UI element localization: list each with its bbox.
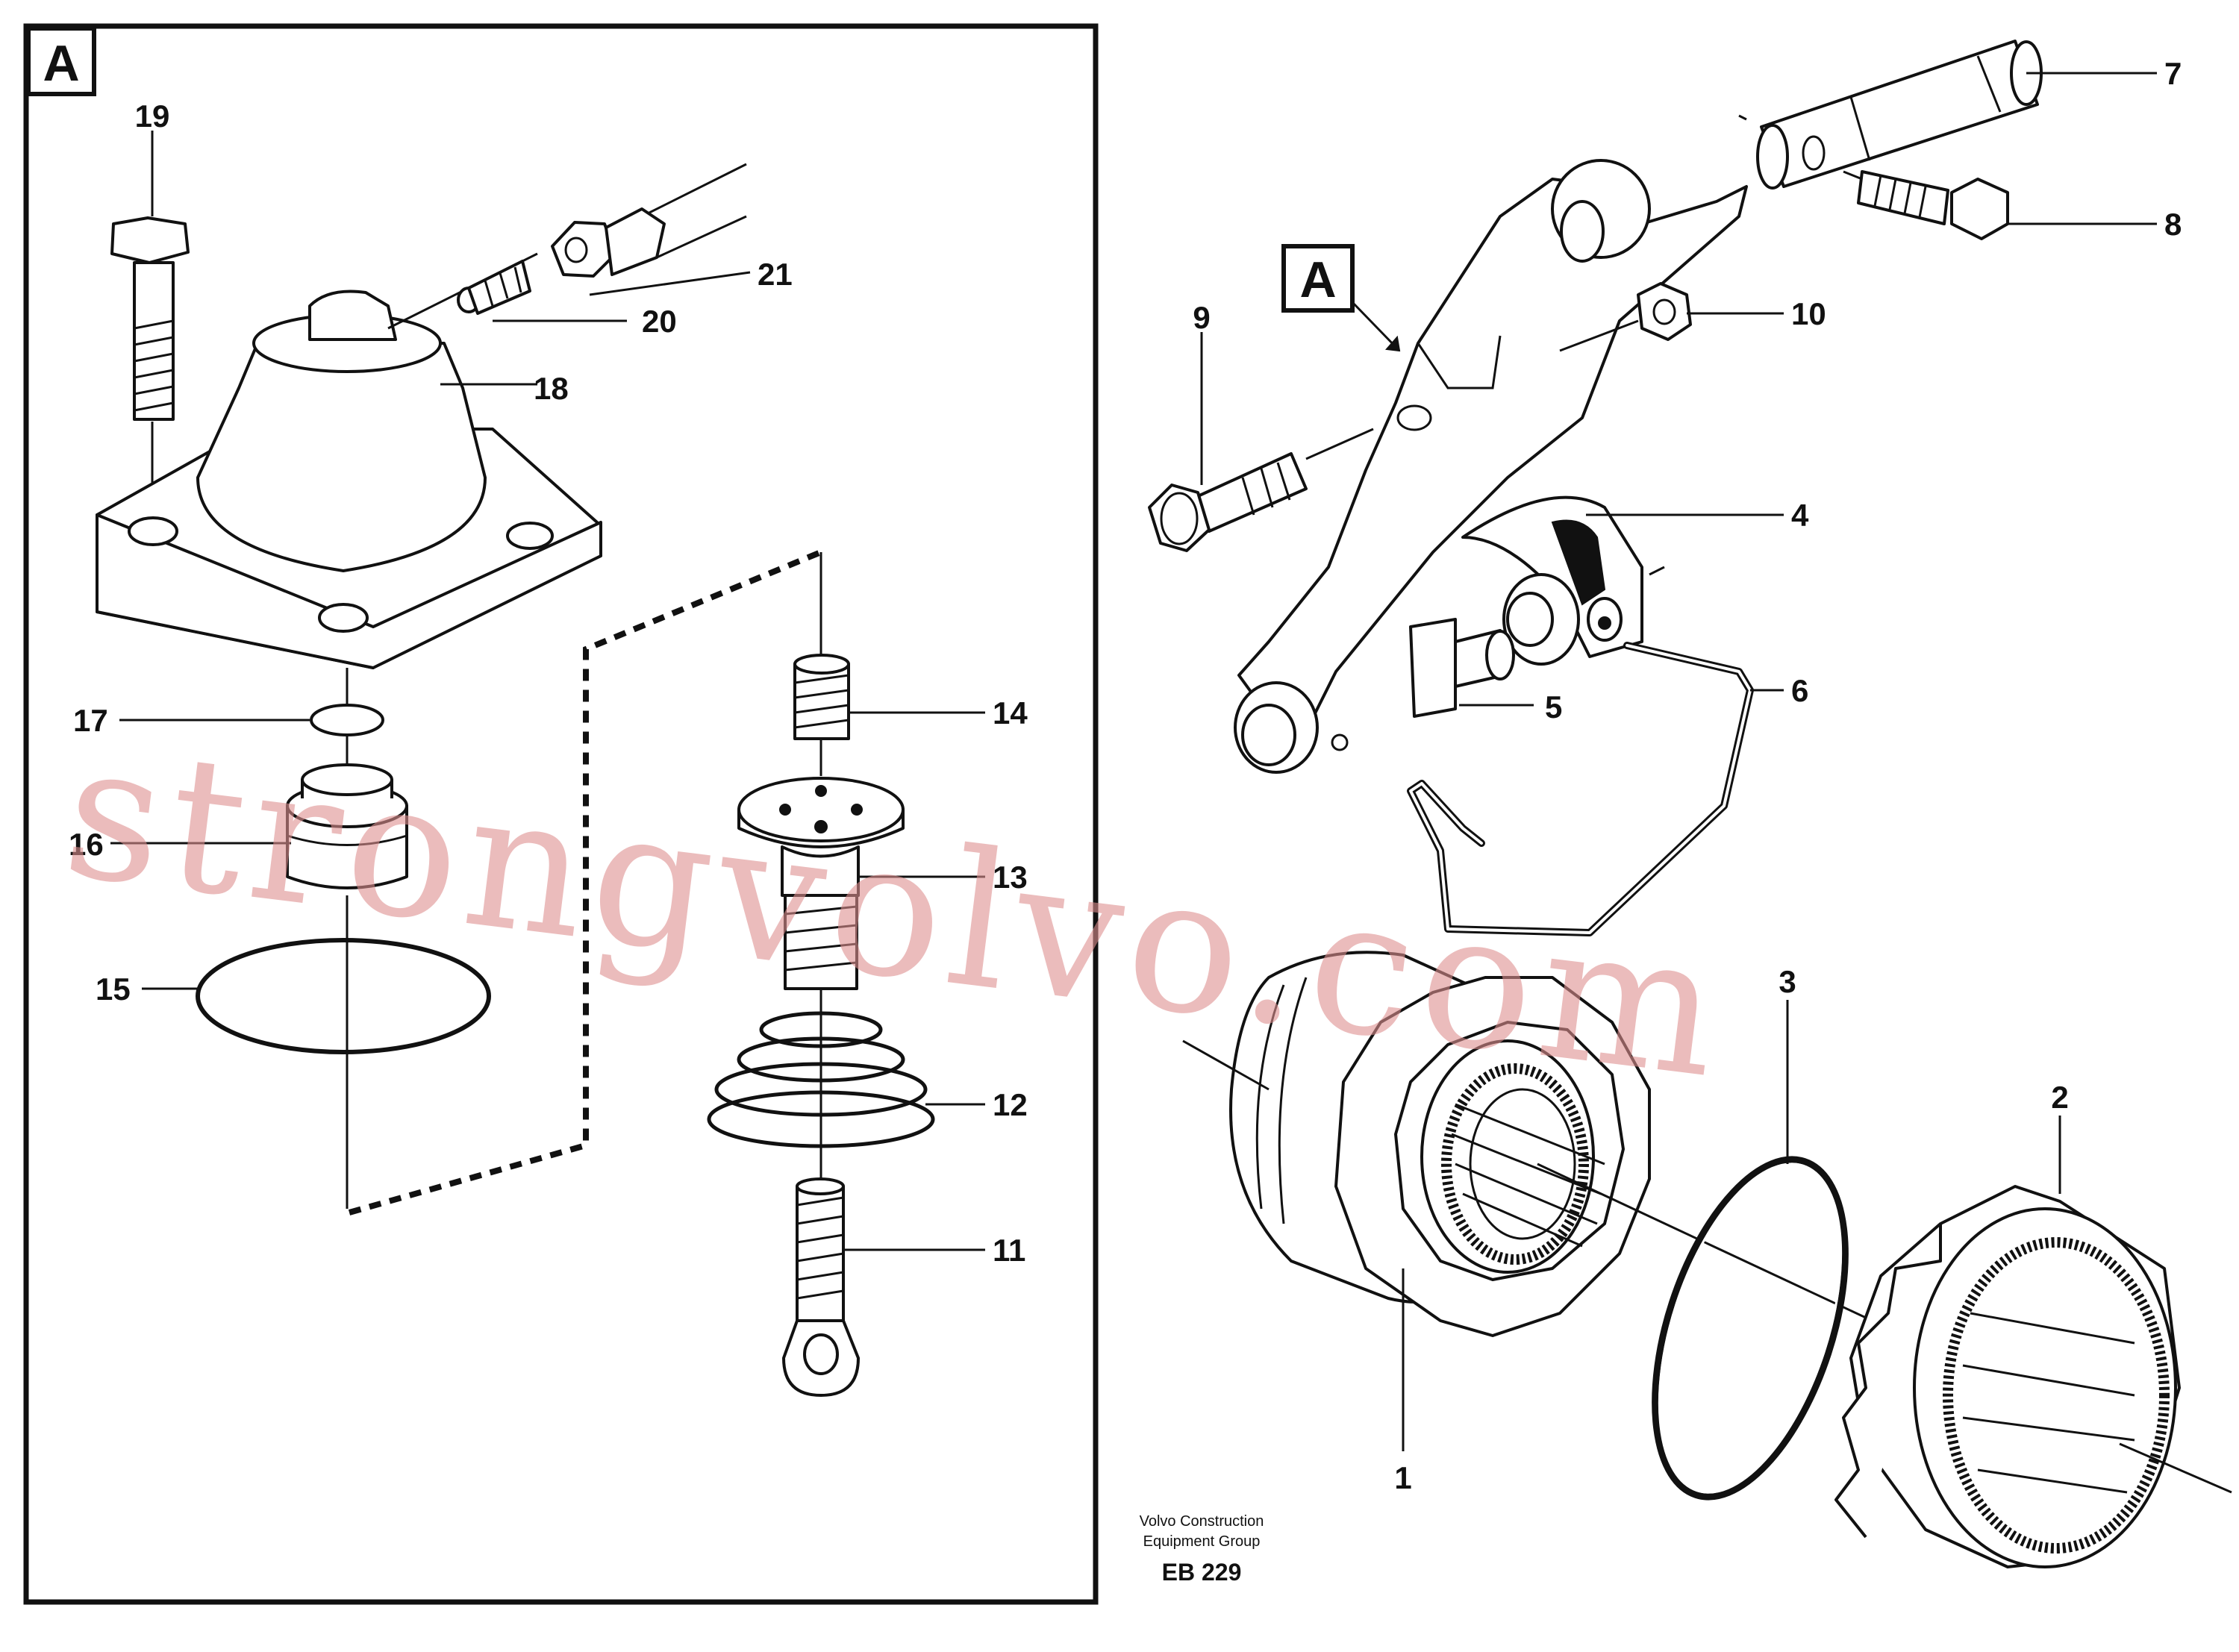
part-1-gear-collar [1229,951,1651,1337]
callout-14: 14 [993,695,1028,730]
callout-12: 12 [993,1087,1028,1122]
callout-3: 3 [1779,964,1796,999]
part-9-bolt [1148,452,1308,552]
callout-8: 8 [2164,207,2182,242]
callout-17: 17 [73,703,108,738]
callout-7: 7 [2164,56,2182,91]
part-14-screw [793,654,850,740]
part-18-housing [96,290,602,669]
part-20-nipple [457,260,531,315]
callout-5: 5 [1545,689,1562,725]
callout-13: 13 [993,860,1028,895]
detail-ref-box: A [1281,244,1355,313]
part-7-shaft [1756,40,2043,190]
callout-20: 20 [642,304,677,339]
callout-6: 6 [1791,673,1808,708]
part-11-eyebolt [782,1177,860,1397]
credit-line2: Equipment Group [1143,1533,1261,1550]
part-15-oring [196,938,491,1054]
callout-21: 21 [758,257,793,292]
detail-label-box: A [26,26,96,96]
part-2-sleeve [1834,1185,2181,1568]
watermark: strongvolvo.com [54,701,1737,1120]
callout-1: 1 [1394,1460,1411,1495]
part-16-valve [286,763,408,889]
part-19-bolt [110,216,190,421]
callout-9: 9 [1193,300,1210,335]
callout-15: 15 [96,972,131,1007]
part-4-shift-fork [1234,159,1748,774]
part-5-pin [1409,618,1515,718]
part-21-hose [551,163,747,278]
part-12-spring [707,1011,935,1148]
callout-19: 19 [135,98,170,134]
detail-label: A [43,35,79,92]
callout-4: 4 [1791,498,1809,533]
callout-2: 2 [2051,1080,2068,1115]
callout-18: 18 [534,371,569,406]
drawing-code: EB 229 [1162,1559,1242,1586]
credit-line1: Volvo Construction [1140,1513,1264,1530]
part-10-nut [1637,282,1692,341]
part-13-valve-plate [737,777,905,990]
detail-ref-label: A [1299,251,1336,308]
detail-frame [23,23,1099,1605]
callout-11: 11 [993,1233,1025,1268]
callout-16: 16 [69,827,104,862]
part-8-bolt [1857,170,2009,240]
part-3-retaining-ring [1652,1156,1849,1501]
callout-10: 10 [1791,296,1826,331]
